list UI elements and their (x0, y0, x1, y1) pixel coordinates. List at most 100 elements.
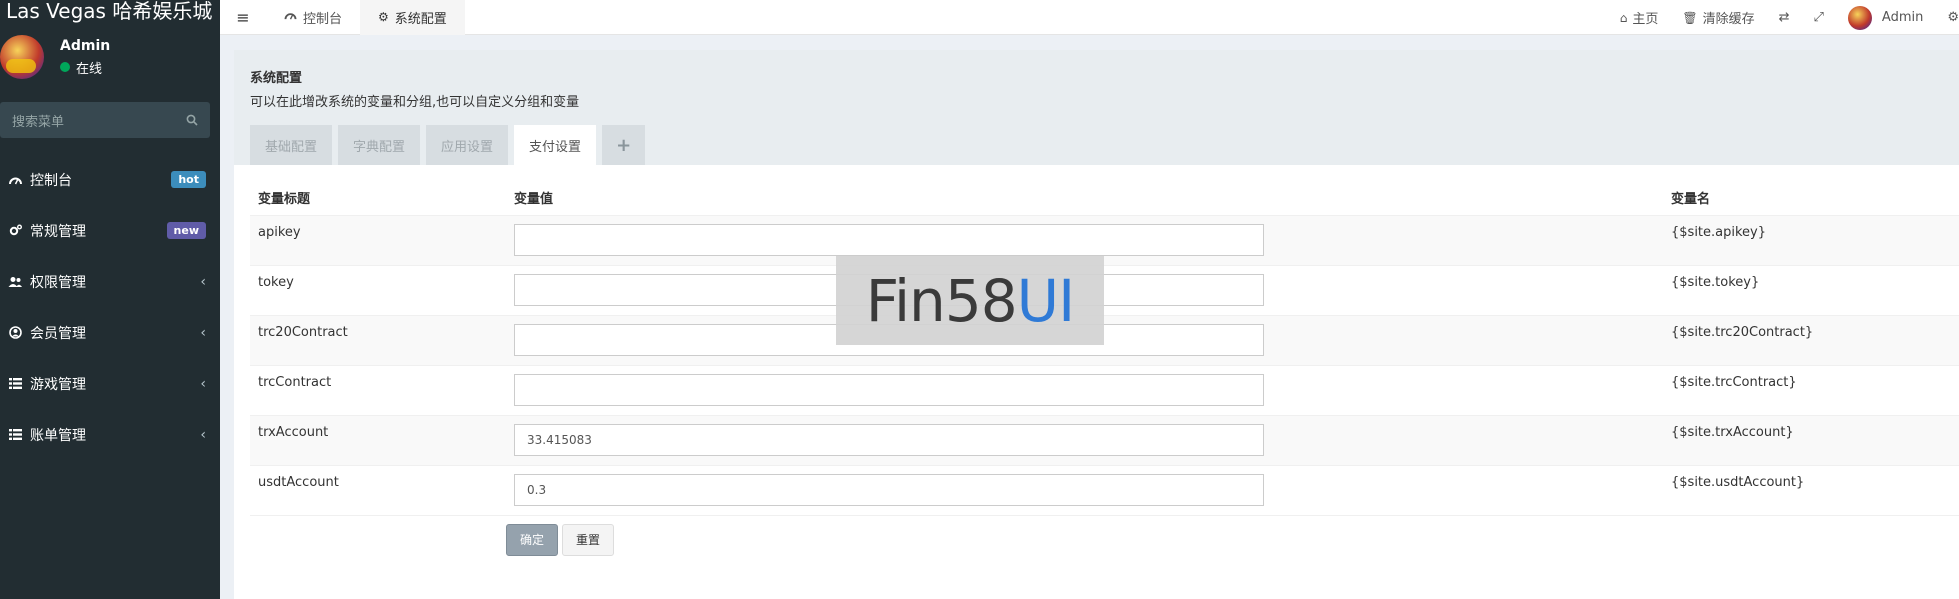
user-panel: Admin 在线 (0, 28, 220, 86)
main-content: 系统配置 可以在此增改系统的变量和分组,也可以自定义分组和变量 基础配置 字典配… (234, 50, 1959, 599)
dashboard-icon (284, 10, 297, 24)
sidebar-item-permissions[interactable]: 权限管理 ‹ (0, 256, 220, 307)
tab-label: 系统配置 (394, 11, 447, 27)
tab-dashboard[interactable]: 控制台 (266, 0, 360, 35)
row-title: apikey (250, 215, 506, 266)
clear-cache-button[interactable]: 🗑 清除缓存 (1670, 8, 1766, 28)
menu-search-placeholder: 搜索菜单 (12, 114, 65, 130)
user-status: 在线 (60, 58, 110, 77)
sidebar-item-label: 游戏管理 (30, 376, 86, 393)
trxaccount-input[interactable] (514, 423, 1264, 456)
sidebar-item-bills[interactable]: 账单管理 ‹ (0, 409, 220, 460)
dashboard-icon (8, 173, 22, 187)
confirm-button[interactable]: 确定 (506, 523, 559, 556)
table-row: trcContract {$site.trcContract} (250, 365, 1959, 416)
new-badge: new (166, 222, 206, 239)
sidebar-toggle-icon[interactable]: ≡ (236, 7, 250, 27)
sidebar-item-label: 账单管理 (30, 427, 86, 444)
chevron-left-icon: ‹ (200, 426, 206, 443)
row-variable-name: {$site.apikey} (1663, 215, 1959, 266)
language-icon: ⇄ (1778, 10, 1790, 25)
row-variable-name: {$site.trc20Contract} (1663, 315, 1959, 366)
user-circle-icon (8, 326, 22, 340)
list-icon (8, 428, 22, 442)
admin-menu[interactable]: Admin (1836, 5, 1935, 30)
config-tabs: 基础配置 字典配置 应用设置 支付设置 + (250, 125, 1943, 165)
page-title: 系统配置 (250, 71, 303, 86)
sidebar-menu: 控制台 hot 常规管理 new 权限管理 ‹ 会员管理 ‹ 游戏管理 ‹ 账单… (0, 154, 220, 460)
table-row: trc20Contract {$site.trc20Contract} (250, 315, 1959, 366)
row-title: usdtAccount (250, 465, 506, 516)
users-icon (8, 275, 22, 289)
menu-search-input[interactable]: 搜索菜单 (0, 102, 210, 138)
column-header-title: 变量标题 (250, 181, 506, 216)
tab-label: 控制台 (303, 11, 343, 27)
column-header-value: 变量值 (506, 181, 1663, 216)
apikey-input[interactable] (514, 223, 1264, 256)
admin-label: Admin (1881, 10, 1924, 25)
user-info: Admin 在线 (60, 38, 110, 77)
add-tab-button[interactable]: + (602, 125, 646, 165)
page-description: 可以在此增改系统的变量和分组,也可以自定义分组和变量 (250, 95, 580, 110)
online-status-icon (60, 62, 70, 72)
clear-cache-label: 清除缓存 (1702, 12, 1755, 27)
trash-icon: 🗑 (1682, 10, 1698, 25)
fullscreen-button[interactable]: ⤢ (1802, 10, 1836, 25)
hot-badge: hot (171, 171, 206, 188)
row-variable-name: {$site.tokey} (1663, 265, 1959, 316)
table-row: trxAccount {$site.trxAccount} (250, 415, 1959, 466)
settings-button[interactable]: ⚙ (1935, 10, 1959, 25)
row-title: tokey (250, 265, 506, 316)
sidebar-item-games[interactable]: 游戏管理 ‹ (0, 358, 220, 409)
row-title: trc20Contract (250, 315, 506, 366)
sidebar-item-dashboard[interactable]: 控制台 hot (0, 154, 220, 205)
tab-app-settings[interactable]: 应用设置 (426, 125, 509, 165)
sidebar-item-label: 权限管理 (30, 274, 86, 291)
column-header-name: 变量名 (1663, 181, 1959, 216)
topbar: ≡ 控制台 ⚙ 系统配置 ⌂ 主页 🗑 清除缓存 ⇄ ⤢ Admin ⚙ (220, 0, 1959, 35)
sidebar-item-members[interactable]: 会员管理 ‹ (0, 307, 220, 358)
sidebar: Las Vegas 哈希娱乐城 Admin 在线 搜索菜单 控制台 hot 常规… (0, 0, 220, 599)
search-icon[interactable] (186, 114, 198, 126)
panel-header: 系统配置 可以在此增改系统的变量和分组,也可以自定义分组和变量 基础配置 字典配… (234, 50, 1959, 165)
table-row: tokey {$site.tokey} (250, 265, 1959, 316)
tab-system-config[interactable]: ⚙ 系统配置 (360, 0, 465, 35)
topbar-actions: ⌂ 主页 🗑 清除缓存 ⇄ ⤢ Admin ⚙ (1608, 0, 1959, 35)
table-row: apikey {$site.apikey} (250, 215, 1959, 266)
user-status-label: 在线 (76, 61, 103, 77)
row-title: trcContract (250, 365, 506, 416)
tab-basic-config[interactable]: 基础配置 (250, 125, 333, 165)
sidebar-item-label: 会员管理 (30, 325, 86, 342)
chevron-left-icon: ‹ (200, 375, 206, 392)
brand-title[interactable]: Las Vegas 哈希娱乐城 (0, 0, 220, 28)
tab-payment-settings[interactable]: 支付设置 (514, 125, 597, 165)
home-link[interactable]: ⌂ 主页 (1608, 8, 1671, 28)
row-variable-name: {$site.usdtAccount} (1663, 465, 1959, 516)
sidebar-item-label: 常规管理 (30, 223, 86, 240)
tab-dictionary-config[interactable]: 字典配置 (338, 125, 421, 165)
row-variable-name: {$site.trxAccount} (1663, 415, 1959, 466)
sidebar-item-label: 控制台 (30, 172, 72, 189)
reset-button[interactable]: 重置 (562, 523, 615, 556)
config-table: 变量标题 变量值 变量名 apikey {$site.apikey} tokey… (250, 181, 1959, 516)
sidebar-item-general[interactable]: 常规管理 new (0, 205, 220, 256)
row-title: trxAccount (250, 415, 506, 466)
gear-icon: ⚙ (1947, 10, 1959, 25)
form-actions: 确定 重置 (506, 523, 1959, 556)
table-row: usdtAccount {$site.usdtAccount} (250, 465, 1959, 516)
trccontract-input[interactable] (514, 373, 1264, 406)
chevron-left-icon: ‹ (200, 324, 206, 341)
home-icon: ⌂ (1619, 10, 1628, 25)
row-variable-name: {$site.trcContract} (1663, 365, 1959, 416)
gear-icon: ⚙ (378, 10, 389, 24)
usdtaccount-input[interactable] (514, 473, 1264, 506)
fullscreen-icon: ⤢ (1813, 10, 1824, 25)
chevron-left-icon: ‹ (200, 273, 206, 290)
list-icon (8, 377, 22, 391)
avatar (1847, 5, 1872, 30)
language-toggle-button[interactable]: ⇄ (1767, 10, 1802, 25)
watermark-text: Fin58 (865, 266, 1018, 335)
home-label: 主页 (1632, 12, 1659, 27)
cogs-icon (8, 224, 22, 238)
